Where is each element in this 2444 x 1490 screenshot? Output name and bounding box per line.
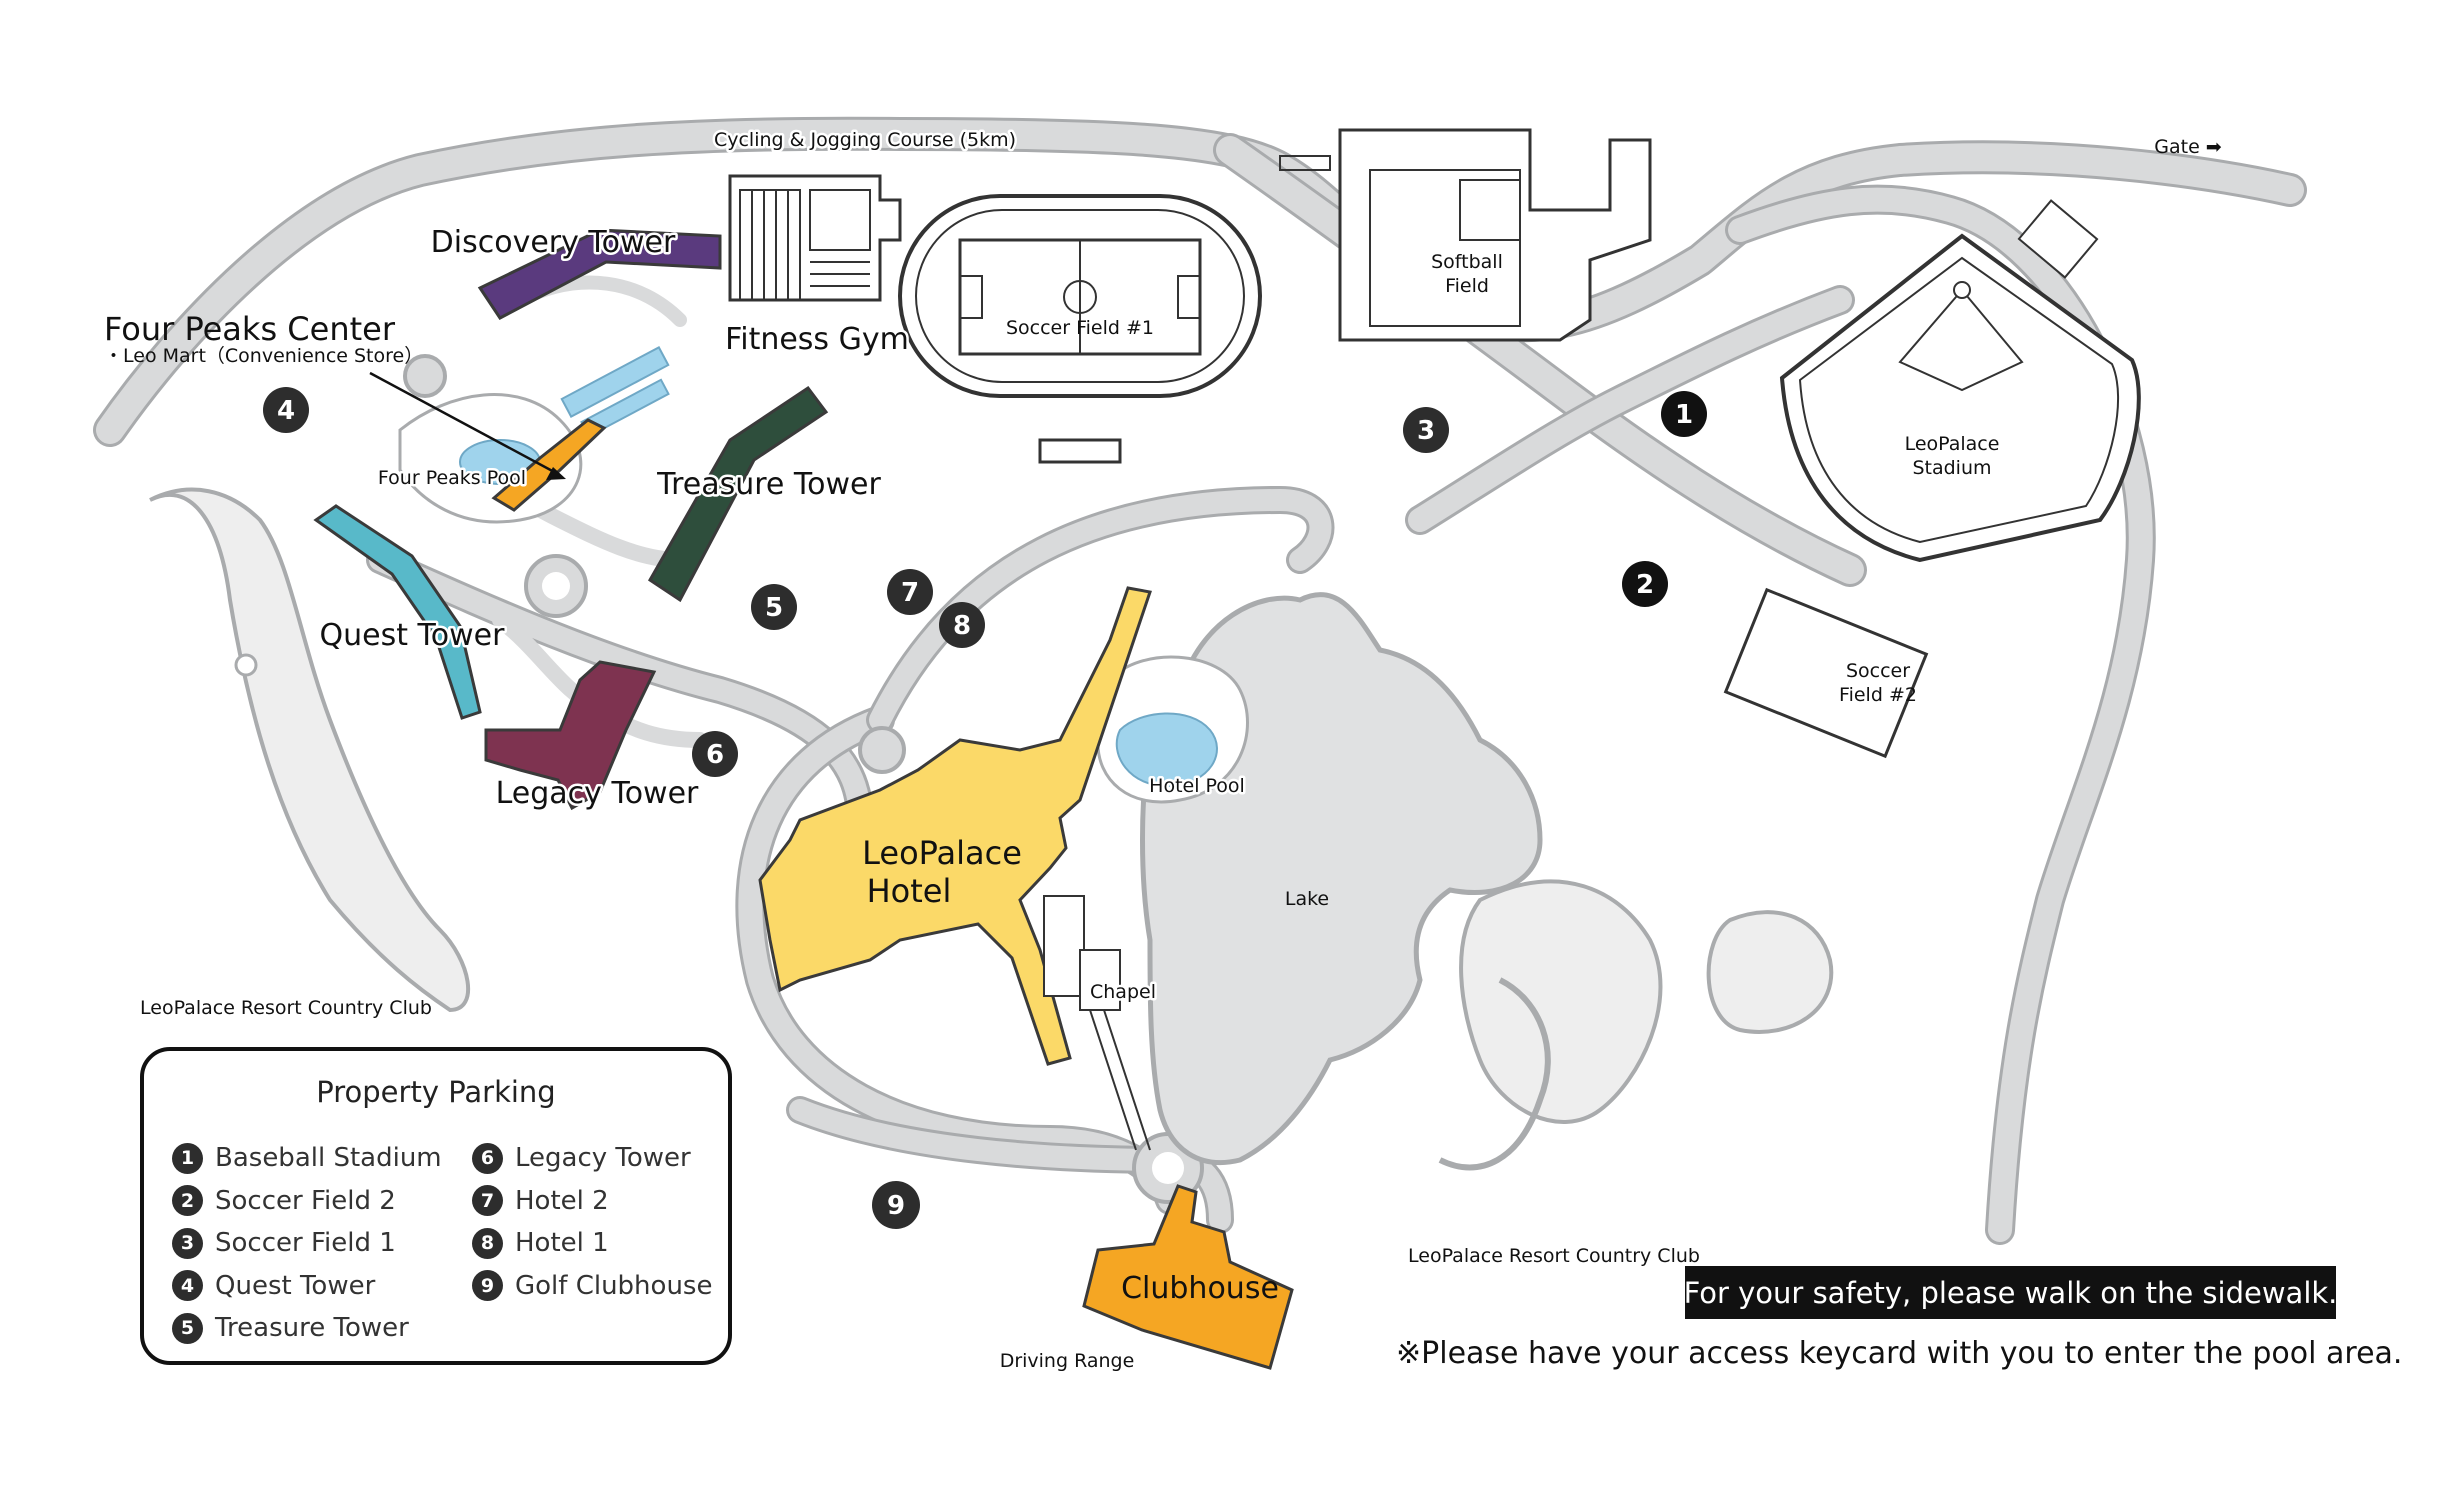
parking-marker-9[interactable]: 9 xyxy=(872,1181,920,1229)
legend-column-right: 6 Legacy Tower 7 Hotel 2 8 Hotel 1 9 Gol… xyxy=(472,1137,712,1307)
hotel-pool-label: Hotel Pool xyxy=(1149,775,1245,797)
chapel-label: Chapel xyxy=(1090,981,1156,1003)
lake-label: Lake xyxy=(1285,888,1329,910)
soccer-field-2 xyxy=(1723,587,1929,759)
legend-label: Hotel 2 xyxy=(515,1185,609,1216)
hotel-label-line1: LeoPalace xyxy=(862,834,1022,872)
legend-number-badge: 4 xyxy=(172,1270,203,1302)
svg-text:9: 9 xyxy=(887,1191,905,1221)
softball-field-label-line2: Field xyxy=(1445,275,1489,297)
softball-field-label-line1: Softball xyxy=(1431,251,1503,273)
leopalace-hotel-building xyxy=(758,586,1152,1066)
discovery-tower-label: Discovery Tower xyxy=(431,225,676,260)
four-peaks-center-building xyxy=(491,418,607,512)
parking-marker-2[interactable]: 2 xyxy=(1622,561,1668,607)
legend-number-badge: 5 xyxy=(172,1312,203,1344)
legend-item: 9 Golf Clubhouse xyxy=(472,1265,712,1308)
legend-item: 8 Hotel 1 xyxy=(472,1222,712,1265)
svg-text:8: 8 xyxy=(953,611,971,641)
legend-title: Property Parking xyxy=(316,1075,556,1109)
driving-range-label: Driving Range xyxy=(1000,1350,1135,1372)
golf-course-east xyxy=(1438,879,1834,1171)
legend-item: 5 Treasure Tower xyxy=(172,1307,442,1350)
four-peaks-pool-label: Four Peaks Pool xyxy=(378,467,526,489)
cycling-course-label: Cycling & Jogging Course (5km) xyxy=(714,129,1016,151)
svg-text:4: 4 xyxy=(277,396,295,426)
legend-item: 7 Hotel 2 xyxy=(472,1180,712,1223)
leo-mart-label: ・Leo Mart（Convenience Store） xyxy=(104,345,423,367)
parking-marker-7[interactable]: 7 xyxy=(887,569,933,615)
treasure-tower-building xyxy=(648,385,829,603)
clubhouse-building xyxy=(1082,1184,1294,1370)
soccer-field-2-label-line2: Field #2 xyxy=(1839,684,1917,706)
parking-marker-8[interactable]: 8 xyxy=(939,602,985,648)
legend-item: 6 Legacy Tower xyxy=(472,1137,712,1180)
keycard-notice: ※Please have your access keycard with yo… xyxy=(1396,1336,2403,1371)
legend-label: Baseball Stadium xyxy=(215,1143,442,1174)
legend-number-badge: 6 xyxy=(472,1142,503,1174)
country-club-west-label: LeoPalace Resort Country Club xyxy=(140,997,432,1019)
quest-tower-building xyxy=(313,504,482,720)
chapel xyxy=(1043,895,1151,1151)
svg-text:6: 6 xyxy=(706,740,724,770)
parking-legend: Property Parking 1 Baseball Stadium 2 So… xyxy=(140,1047,732,1365)
legend-number-badge: 1 xyxy=(172,1142,203,1174)
legend-item: 2 Soccer Field 2 xyxy=(172,1180,442,1223)
legend-item: 4 Quest Tower xyxy=(172,1265,442,1308)
legacy-tower-building xyxy=(484,660,657,811)
parking-marker-1[interactable]: 1 xyxy=(1661,391,1707,437)
legend-number-badge: 9 xyxy=(472,1270,503,1302)
four-peaks-center-label: Four Peaks Center xyxy=(104,310,396,348)
leopalace-stadium xyxy=(1779,199,2141,563)
soccer-field-2-label-line1: Soccer xyxy=(1846,660,1910,682)
parking-marker-5[interactable]: 5 xyxy=(751,584,797,630)
svg-text:3: 3 xyxy=(1417,416,1435,446)
discovery-tower-building xyxy=(477,228,722,320)
parking-marker-6[interactable]: 6 xyxy=(692,731,738,777)
legend-number-badge: 8 xyxy=(472,1227,503,1259)
svg-text:2: 2 xyxy=(1636,570,1654,600)
legend-label: Golf Clubhouse xyxy=(515,1270,713,1301)
legacy-tower-label: Legacy Tower xyxy=(496,776,699,811)
legend-label: Soccer Field 2 xyxy=(215,1185,396,1216)
svg-text:7: 7 xyxy=(901,578,919,608)
legend-item: 3 Soccer Field 1 xyxy=(172,1222,442,1265)
hotel-label-line2: Hotel xyxy=(867,872,952,910)
soccer-field-1 xyxy=(898,194,1262,464)
legend-label: Soccer Field 1 xyxy=(215,1228,396,1259)
svg-text:5: 5 xyxy=(765,593,783,623)
safety-notice: For your safety, please walk on the side… xyxy=(1684,1266,2337,1319)
fitness-gym-label: Fitness Gym xyxy=(725,322,909,357)
country-club-east-label: LeoPalace Resort Country Club xyxy=(1408,1245,1700,1267)
svg-text:1: 1 xyxy=(1675,400,1693,430)
legend-label: Treasure Tower xyxy=(215,1313,409,1344)
leopalace-stadium-label-line1: LeoPalace xyxy=(1905,433,2000,455)
legend-number-badge: 3 xyxy=(172,1227,203,1259)
legend-item: 1 Baseball Stadium xyxy=(172,1137,442,1180)
leopalace-stadium-label-line2: Stadium xyxy=(1912,457,1991,479)
quest-tower-label: Quest Tower xyxy=(320,618,506,653)
legend-number-badge: 2 xyxy=(172,1185,203,1217)
parking-marker-3[interactable]: 3 xyxy=(1403,407,1449,453)
pointer-arrowhead xyxy=(546,467,566,480)
road-network xyxy=(93,116,2307,1245)
hotel-pool-area xyxy=(1096,655,1249,804)
legend-number-badge: 7 xyxy=(472,1185,503,1217)
clubhouse-label: Clubhouse xyxy=(1121,1271,1279,1306)
fitness-gym xyxy=(728,174,902,302)
softball-field xyxy=(1279,128,1652,342)
golf-course-west xyxy=(149,487,471,1013)
legend-label: Quest Tower xyxy=(215,1270,376,1301)
legend-label: Hotel 1 xyxy=(515,1228,609,1259)
legend-label: Legacy Tower xyxy=(515,1143,691,1174)
legend-column-left: 1 Baseball Stadium 2 Soccer Field 2 3 So… xyxy=(172,1137,442,1350)
soccer-field-1-label: Soccer Field #1 xyxy=(1006,317,1154,339)
treasure-tower-label: Treasure Tower xyxy=(656,467,881,502)
four-peaks-center-pointer xyxy=(369,371,559,476)
parking-marker-4[interactable]: 4 xyxy=(263,387,309,433)
gate-label: Gate ➡ xyxy=(2154,136,2222,158)
